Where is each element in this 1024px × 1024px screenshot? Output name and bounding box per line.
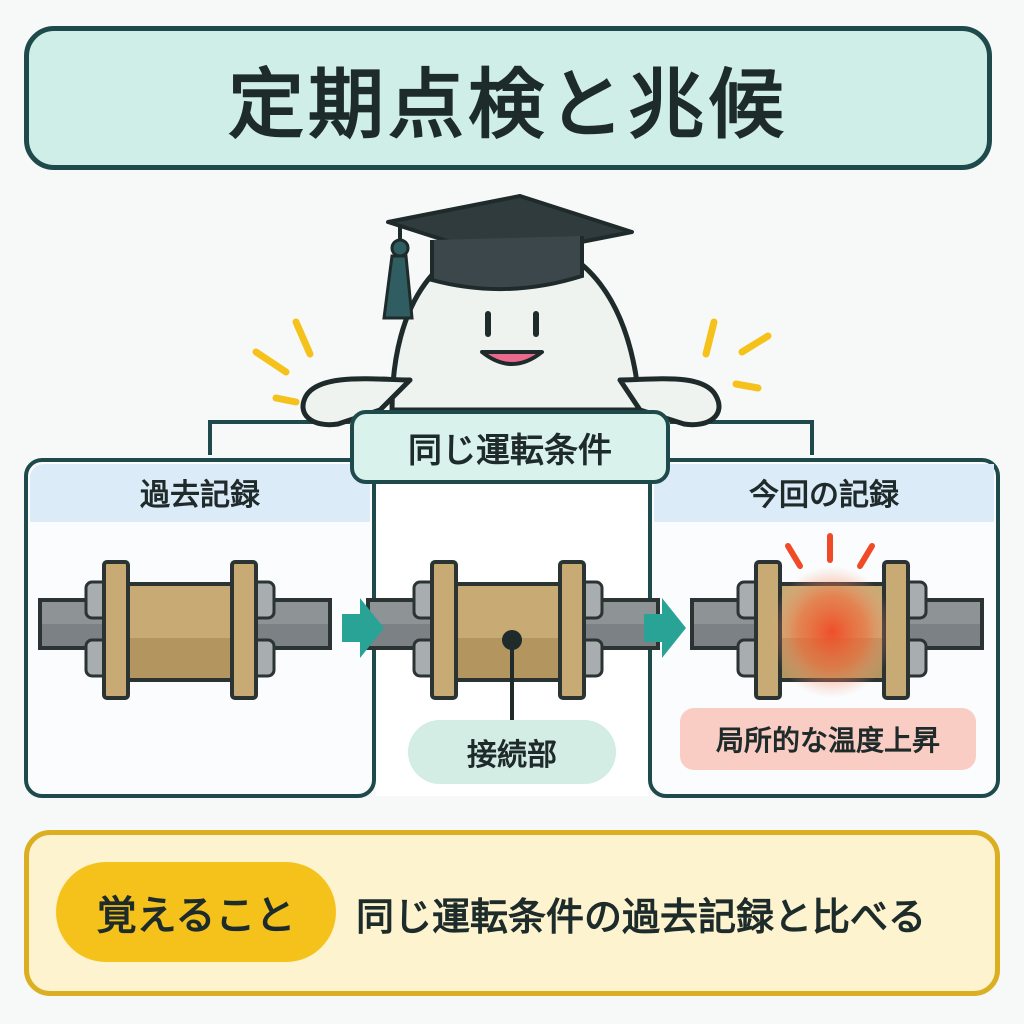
heat-glow-icon [770,566,894,698]
title-banner: 定期点検と兆候 [24,26,992,170]
memo-text: 同じ運転条件の過去記録と比べる [356,894,927,939]
arrow-right-icon [342,598,384,658]
graduation-cap-icon [382,194,634,320]
spark-icon [252,318,772,406]
arrow-right-icon [644,598,686,658]
page-title: 定期点検と兆候 [228,60,788,149]
connector-bracket [208,420,814,455]
joint-marker [502,630,522,650]
panel-label-current: 今回の記録 [749,478,899,513]
joint-label: 接続部 [408,720,616,784]
temperature-rise-label: 局所的な温度上昇 [680,708,976,770]
spark-icon [785,533,875,569]
same-condition-tag: 同じ運転条件 [350,410,670,484]
memo-badge: 覚えること [56,862,336,962]
mascot-character [252,194,772,428]
pipe-current [690,560,984,700]
panel-label-past: 過去記録 [140,478,260,513]
